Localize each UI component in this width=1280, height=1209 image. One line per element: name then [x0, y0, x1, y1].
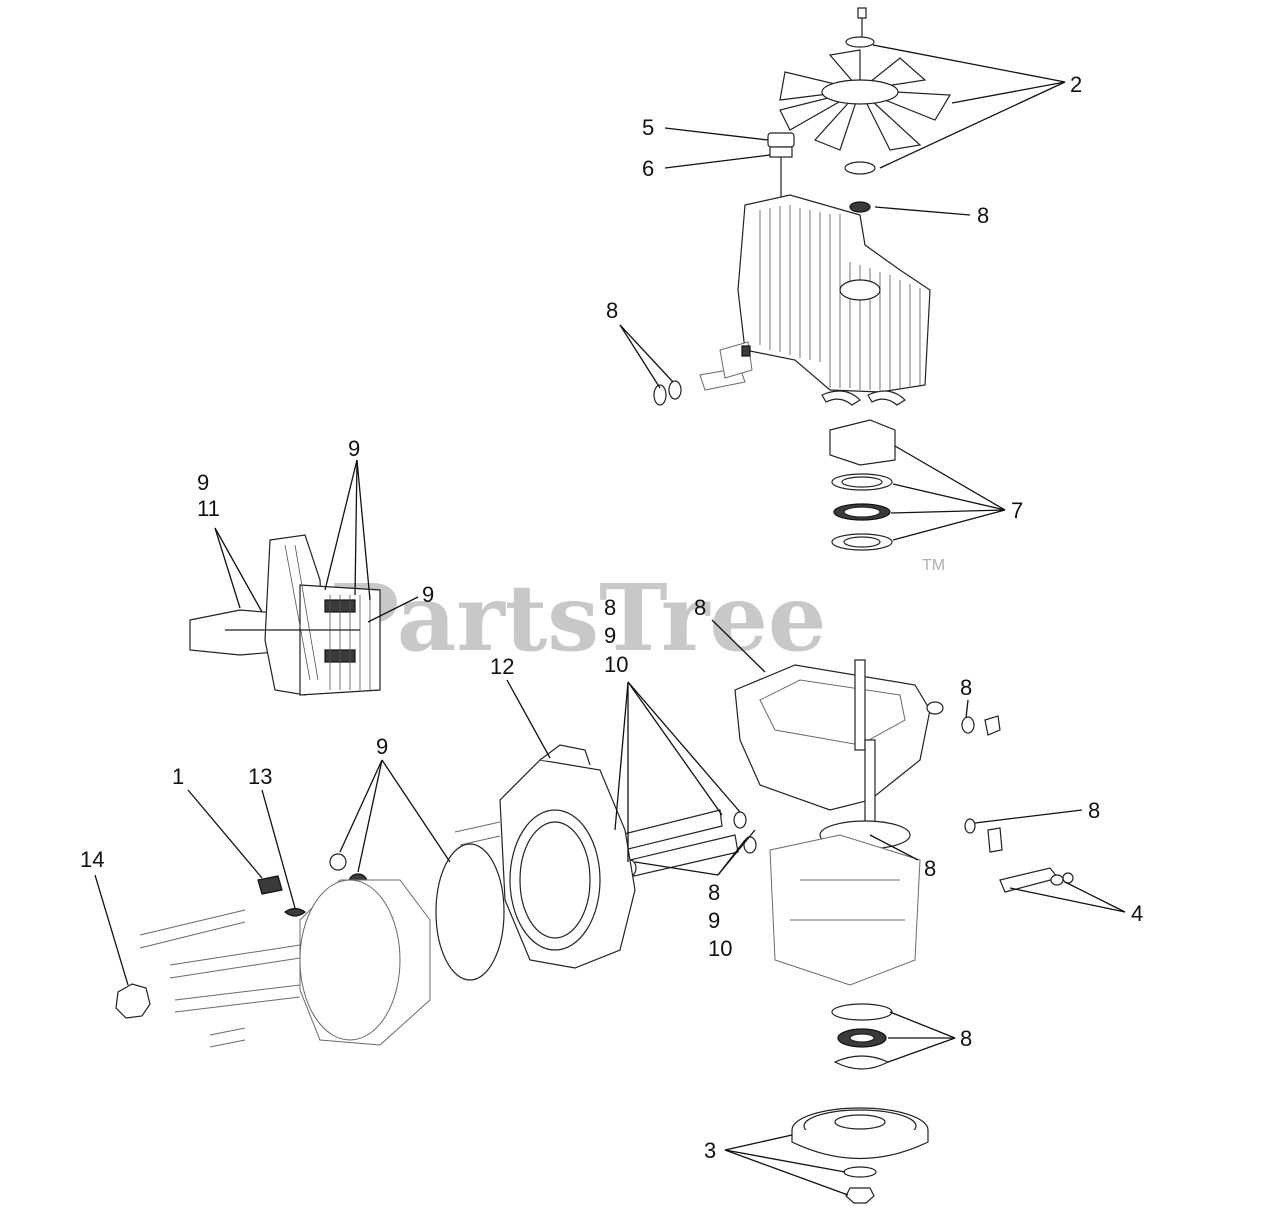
keys	[257, 875, 307, 917]
callout-2: 2	[1070, 72, 1082, 97]
callout-8-fan: 8	[977, 203, 989, 228]
gear-housing	[499, 744, 636, 969]
wheel-motor	[139, 821, 501, 1048]
leader-lines	[94, 44, 1126, 1196]
callout-3: 3	[704, 1138, 716, 1163]
callout-8-gasket: 8	[924, 856, 936, 881]
callout-1: 1	[172, 764, 184, 789]
callout-14: 14	[80, 847, 104, 872]
large-o-ring	[435, 843, 505, 981]
callout-9-lower: 9	[708, 908, 720, 933]
callout-12: 12	[490, 654, 514, 679]
lower-housing	[769, 834, 921, 986]
fan-assembly	[779, 7, 952, 213]
hub-cross-section	[189, 534, 381, 696]
piston-tubes	[613, 809, 757, 877]
pulley	[791, 1107, 929, 1204]
callout-6: 6	[642, 156, 654, 181]
callout-11: 11	[197, 496, 220, 521]
callout-9-right: 9	[422, 582, 434, 607]
callout-8-stack: 8	[604, 595, 616, 620]
lower-bearing-set	[831, 1003, 893, 1070]
callout-7: 7	[1011, 498, 1023, 523]
transmission-housing	[737, 194, 931, 393]
callout-8-axle: 8	[606, 298, 618, 323]
watermark-tm: TM	[922, 557, 945, 574]
callout-4: 4	[1131, 901, 1143, 926]
callout-8-plate: 8	[694, 595, 706, 620]
callout-10-stack: 10	[604, 652, 628, 677]
watermark-brand: PartsTree	[330, 564, 826, 672]
callout-8-lower: 8	[708, 880, 720, 905]
callouts: 2 5 6 8 8 7 9 11 9 9 8 9 10 8 8 12 9 1 1…	[80, 72, 1143, 1163]
castle-nut	[115, 983, 151, 1019]
callout-8-valve: 8	[960, 675, 972, 700]
callout-9-left: 9	[197, 470, 209, 495]
control-shaft	[653, 341, 753, 406]
center-section	[734, 659, 1003, 853]
callout-9-top: 9	[348, 436, 360, 461]
callout-8-bearing: 8	[960, 1026, 972, 1051]
callout-8-oring: 8	[1088, 798, 1100, 823]
swashplate-bearings	[821, 390, 906, 551]
callout-9-stack: 9	[604, 623, 616, 648]
callout-5: 5	[642, 115, 654, 140]
filter-cap	[767, 132, 795, 205]
callout-10-lower: 10	[708, 936, 732, 961]
callout-9-plugs: 9	[376, 734, 388, 759]
callout-13: 13	[248, 764, 272, 789]
